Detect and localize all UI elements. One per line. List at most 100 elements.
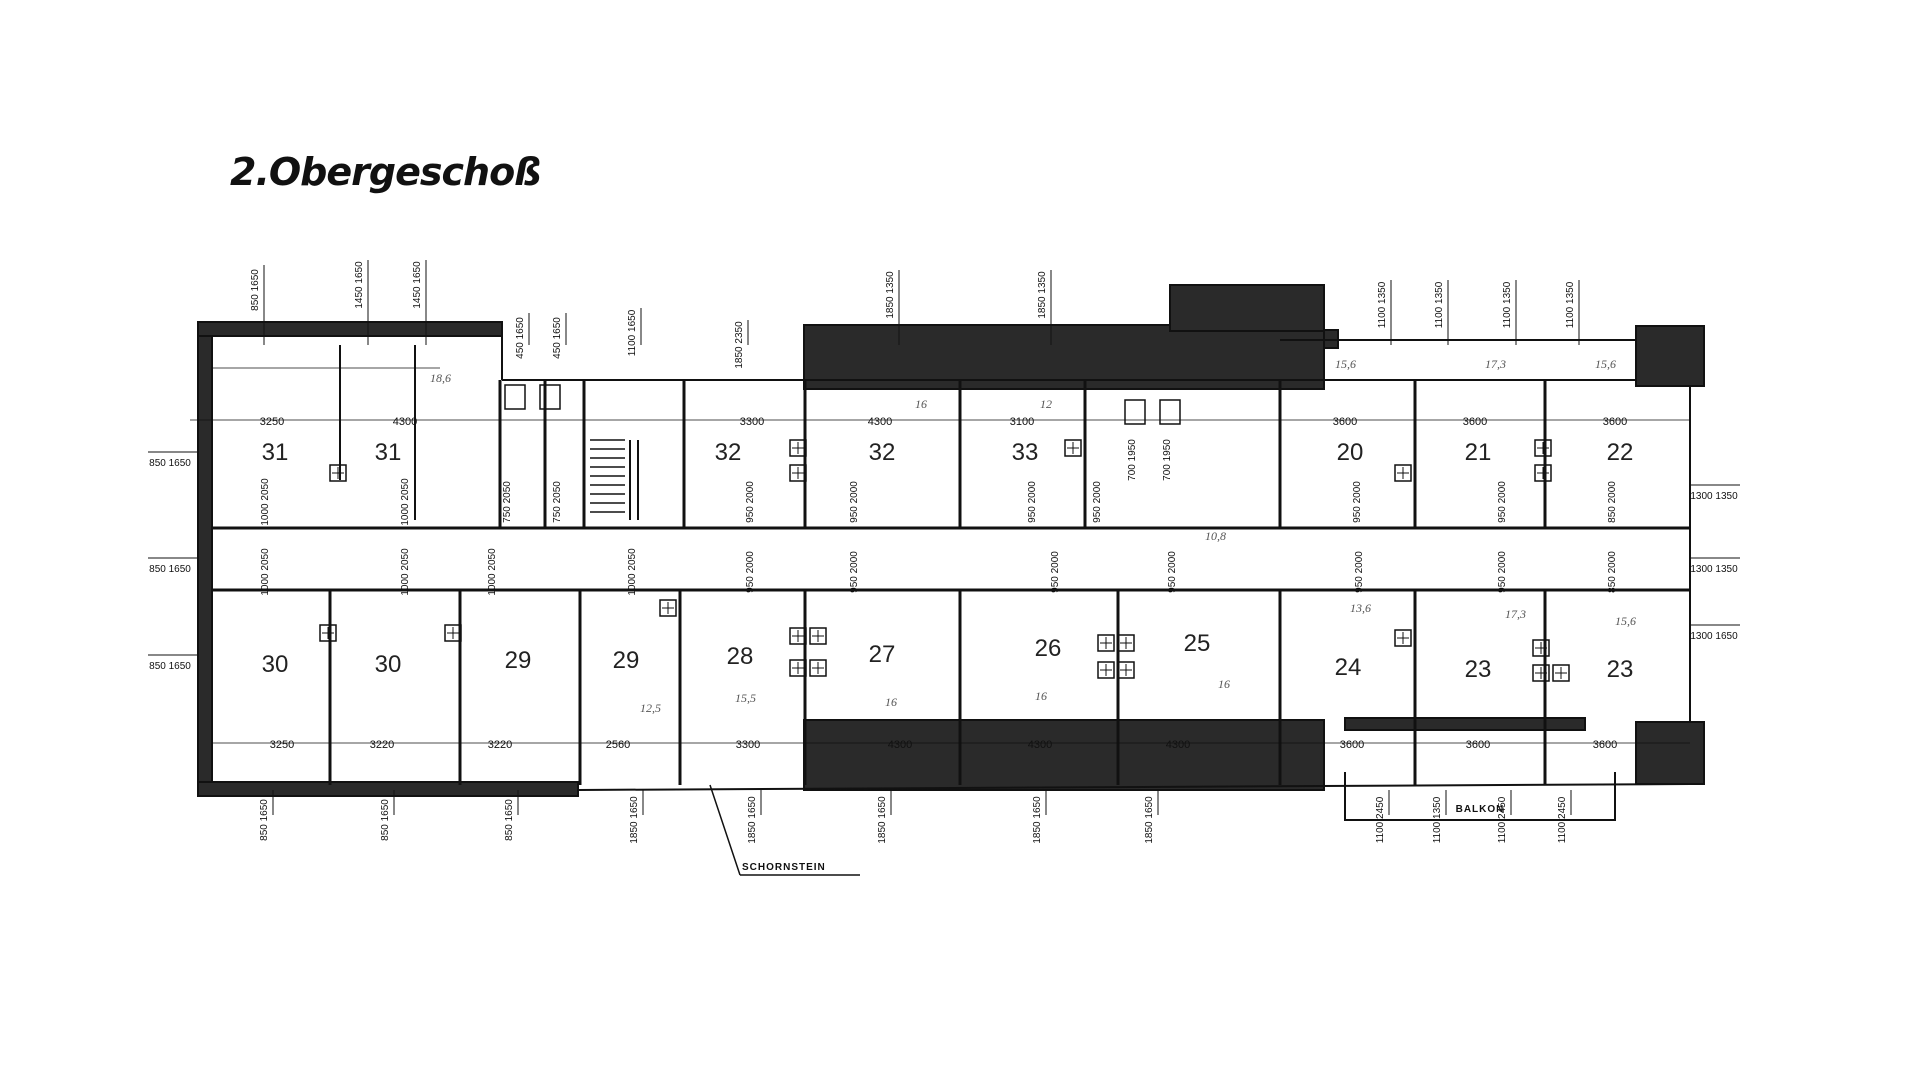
toilet-fixture (1159, 399, 1181, 425)
balcony-label: BALKON (1456, 804, 1505, 815)
room-number: 30 (262, 651, 289, 678)
radiator-icon (1552, 664, 1570, 682)
window-dimension: 450 1650 (515, 317, 526, 359)
area-annotation: 16 (1035, 689, 1047, 703)
radiator-icon (789, 439, 807, 457)
room-width-dimension: 3220 (488, 739, 512, 751)
area-annotation: 16 (915, 397, 927, 411)
radiator-icon (789, 464, 807, 482)
door-dimension: 950 2000 (1050, 551, 1061, 593)
window-dimension: 1450 1650 (412, 261, 423, 309)
radiator-icon (1097, 634, 1115, 652)
radiator-icon (659, 599, 677, 617)
radiator-icon (319, 624, 337, 642)
door-dimension: 1000 2050 (400, 548, 411, 596)
toilet-fixture (1124, 399, 1146, 425)
door-dimension: 850 2000 (1607, 481, 1618, 523)
window-dimension: 850 1650 (149, 564, 191, 575)
radiator-icon (1117, 661, 1135, 679)
room-number: 30 (375, 651, 402, 678)
area-annotation: 16 (1218, 677, 1230, 691)
window-dimension: 1850 1650 (1144, 796, 1155, 844)
door-dimension: 950 2000 (849, 481, 860, 523)
area-annotation: 15,6 (1335, 357, 1356, 371)
room-width-dimension: 3300 (740, 416, 764, 428)
area-annotation: 18,6 (430, 371, 451, 385)
room-width-dimension: 3600 (1603, 416, 1627, 428)
room-width-dimension: 4300 (1028, 739, 1052, 751)
exterior-wall-left (197, 321, 213, 797)
room-width-dimension: 3600 (1593, 739, 1617, 751)
area-annotation: 15,6 (1615, 614, 1636, 628)
south-facade-line (577, 783, 1691, 791)
window-dimension: 1100 1350 (1377, 281, 1388, 328)
room-width-dimension: 4300 (393, 416, 417, 428)
room-width-dimension: 3100 (1010, 416, 1034, 428)
room-width-dimension: 3300 (736, 739, 760, 751)
window-dimension: 1300 1650 (1690, 631, 1738, 642)
window-dimension: 850 1650 (149, 661, 191, 672)
window-dimension: 850 1650 (504, 799, 515, 841)
room-number: 29 (505, 647, 532, 674)
wc-dimension: 700 1950 (1127, 439, 1138, 481)
exterior-wall-top-center (803, 324, 1325, 390)
window-dimension: 1100 1350 (1565, 281, 1576, 328)
radiator-icon (809, 659, 827, 677)
window-dimension: 1850 1650 (629, 796, 640, 844)
area-annotation: 13,6 (1350, 601, 1371, 615)
door-dimension: 1000 2050 (487, 548, 498, 596)
door-dimension: 950 2000 (745, 551, 756, 593)
exterior-wall-top-left (197, 321, 503, 337)
room-number: 31 (262, 439, 289, 466)
door-dimension: 1000 2050 (260, 548, 271, 596)
door-dimension: 750 2050 (552, 481, 563, 523)
room-width-dimension: 3600 (1466, 739, 1490, 751)
chimney-stack-top (1169, 284, 1325, 332)
room-number: 25 (1184, 630, 1211, 657)
room-number: 32 (869, 439, 896, 466)
area-annotation: 17,3 (1505, 607, 1526, 621)
window-dimension: 1850 2350 (734, 321, 745, 369)
room-width-dimension: 3600 (1340, 739, 1364, 751)
room-number: 33 (1012, 439, 1039, 466)
door-dimension: 950 2000 (1497, 481, 1508, 523)
door-dimension: 950 2000 (745, 481, 756, 523)
exterior-wall-bottom-center (803, 719, 1325, 791)
window-dimension: 1100 1350 (1432, 796, 1443, 843)
window-dimension: 1850 1350 (885, 271, 896, 319)
window-dimension: 1100 2450 (1375, 796, 1386, 843)
toilet-fixture (504, 384, 526, 410)
exterior-wall-bottom-left (197, 781, 579, 797)
window-dimension: 1850 1650 (877, 796, 888, 844)
corner-tower-ne (1635, 325, 1705, 387)
room-width-dimension: 3250 (270, 739, 294, 751)
door-dimension: 950 2000 (1352, 481, 1363, 523)
toilet-fixture (539, 384, 561, 410)
window-dimension: 1100 1350 (1502, 281, 1513, 328)
radiator-icon (809, 627, 827, 645)
room-width-dimension: 4300 (888, 739, 912, 751)
door-dimension: 950 2000 (1027, 481, 1038, 523)
radiator-icon (789, 627, 807, 645)
door-dimension: 750 2050 (502, 481, 513, 523)
room-width-dimension: 4300 (1166, 739, 1190, 751)
room-number: 23 (1465, 656, 1492, 683)
area-annotation: 10,8 (1205, 529, 1226, 543)
room-width-dimension: 3600 (1463, 416, 1487, 428)
room-width-dimension: 4300 (868, 416, 892, 428)
radiator-icon (1532, 664, 1550, 682)
window-dimension: 450 1650 (552, 317, 563, 359)
area-annotation: 12 (1040, 397, 1052, 411)
window-dimension: 1850 1650 (747, 796, 758, 844)
door-dimension: 1000 2050 (260, 478, 271, 526)
wall-block (1344, 717, 1586, 731)
room-number: 23 (1607, 656, 1634, 683)
room-width-dimension: 2560 (606, 739, 630, 751)
area-annotation: 17,3 (1485, 357, 1506, 371)
radiator-icon (1534, 439, 1552, 457)
radiator-icon (1117, 634, 1135, 652)
radiator-icon (1097, 661, 1115, 679)
corner-tower-se (1635, 721, 1705, 785)
window-dimension: 1100 2450 (1497, 796, 1508, 843)
